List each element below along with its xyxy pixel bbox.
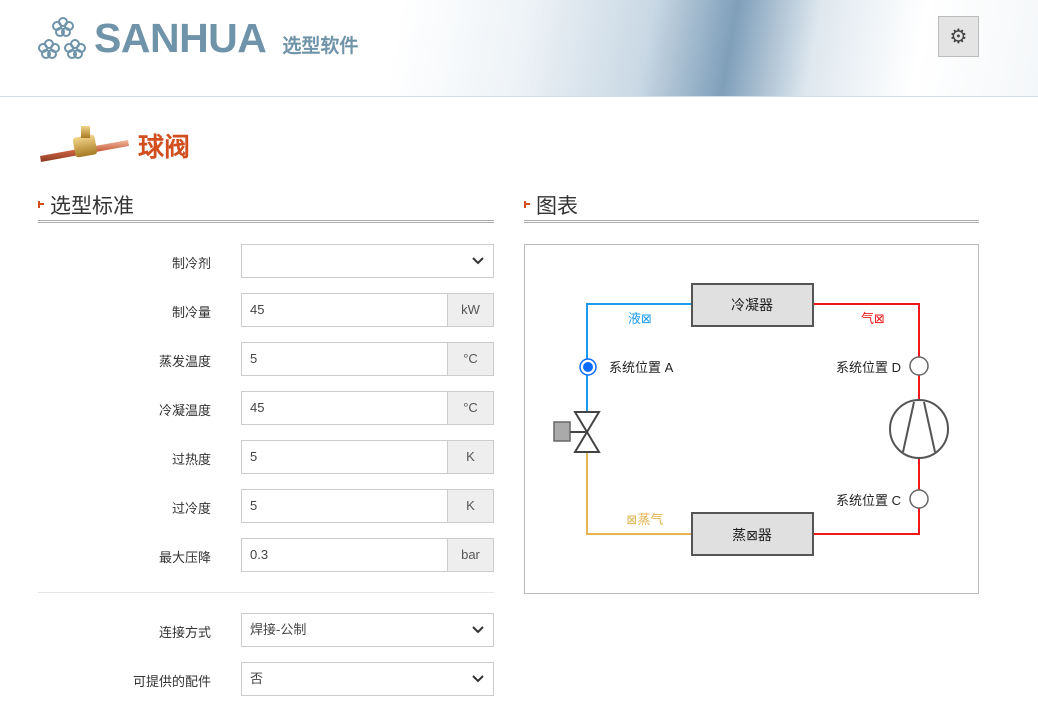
product-title: 球阀 <box>138 131 191 162</box>
unit-label: °C <box>447 392 493 424</box>
selected-value[interactable]: 否 <box>250 671 264 686</box>
value-input[interactable]: 5 K <box>241 440 494 474</box>
field-label: 过热度 <box>171 452 211 467</box>
brand-name: SANHUA <box>94 15 267 61</box>
selected-value[interactable]: 焊接-公制 <box>250 622 307 637</box>
field-label: 冷凝温度 <box>158 403 211 418</box>
form-row: 制冷剂 <box>38 244 494 278</box>
field-label: 蒸发温度 <box>158 354 211 369</box>
position-c-label: 系统位置 C <box>836 493 901 508</box>
expansion-valve-icon <box>553 411 601 453</box>
chart-section-header: 图表 <box>524 190 979 223</box>
liquid-label: 液⊠ <box>628 311 652 326</box>
field-value[interactable]: 5 <box>250 449 258 464</box>
section-title: 图表 <box>536 195 578 218</box>
unit-label: °C <box>447 343 493 375</box>
section-marker-icon <box>38 201 44 208</box>
liquid-line <box>586 303 692 412</box>
unit-label: bar <box>447 539 493 571</box>
evaporator-box <box>691 512 814 556</box>
value-input[interactable]: 45 kW <box>241 293 494 327</box>
form-row: 连接方式 焊接-公制 <box>38 613 494 647</box>
option-select[interactable]: 焊接-公制 <box>241 613 494 647</box>
form-row: 最大压降 0.3 bar <box>38 538 494 572</box>
section-marker-icon <box>524 201 530 208</box>
divider <box>38 592 494 593</box>
gas-label: 气⊠ <box>861 311 885 326</box>
field-value[interactable] <box>242 245 463 277</box>
option-select[interactable]: 否 <box>241 662 494 696</box>
field-value[interactable]: 45 <box>250 400 265 415</box>
gear-icon: ⚙ <box>949 26 968 48</box>
field-value[interactable]: 5 <box>250 351 258 366</box>
form-row: 可提供的配件 否 <box>38 662 494 696</box>
form-row: 制冷量 45 kW <box>38 293 494 327</box>
header: SANHUA 选型软件 ⚙ <box>0 0 1038 97</box>
position-d-radio[interactable] <box>909 356 929 376</box>
compressor-icon <box>889 399 949 459</box>
position-c-radio[interactable] <box>909 489 929 509</box>
value-input[interactable]: 0.3 bar <box>241 538 494 572</box>
form-row: 过冷度 5 K <box>38 489 494 523</box>
field-value[interactable]: 0.3 <box>250 547 269 562</box>
suction-label: ⊠蒸气 <box>627 512 664 527</box>
section-title: 选型标准 <box>50 195 134 218</box>
field-label: 制冷量 <box>171 305 211 320</box>
value-input[interactable]: 5 K <box>241 489 494 523</box>
condenser-label: 冷凝器 <box>731 297 773 313</box>
product-header: 球阀 <box>38 122 190 168</box>
chevron-down-icon[interactable] <box>463 245 493 277</box>
field-label: 过冷度 <box>171 501 211 516</box>
value-input[interactable]: 5 °C <box>241 342 494 376</box>
settings-button[interactable]: ⚙ <box>938 16 979 57</box>
position-a-label: 系统位置 A <box>609 360 674 375</box>
field-label: 制冷剂 <box>171 256 211 271</box>
chevron-down-icon[interactable] <box>463 614 493 646</box>
criteria-section-header: 选型标准 <box>38 190 494 223</box>
field-label: 可提供的配件 <box>132 674 211 689</box>
unit-label: kW <box>447 294 493 326</box>
value-input[interactable]: 45 °C <box>241 391 494 425</box>
field-label: 最大压降 <box>158 550 211 565</box>
refrigeration-cycle-diagram: 冷凝器 蒸⊠器 液⊠ 气⊠ ⊠蒸气 系统位置 A 系统位置 D 系统位置 C <box>524 244 979 594</box>
refrigerant-select[interactable] <box>241 244 494 278</box>
app-subtitle: 选型软件 <box>282 36 359 57</box>
field-label: 连接方式 <box>158 625 211 640</box>
suction-line <box>586 452 692 535</box>
field-value[interactable]: 45 <box>250 302 265 317</box>
logo: SANHUA 选型软件 <box>38 14 358 60</box>
position-d-label: 系统位置 D <box>836 360 901 375</box>
condenser-box <box>691 283 814 327</box>
form-row: 过热度 5 K <box>38 440 494 474</box>
form-row: 冷凝温度 45 °C <box>38 391 494 425</box>
field-value[interactable]: 5 <box>250 498 258 513</box>
unit-label: K <box>447 490 493 522</box>
flower-logo-icon <box>38 17 86 59</box>
ball-valve-image <box>40 126 129 162</box>
unit-label: K <box>447 441 493 473</box>
position-a-selected-dot <box>583 362 593 372</box>
chevron-down-icon[interactable] <box>463 663 493 695</box>
form-row: 蒸发温度 5 °C <box>38 342 494 376</box>
evaporator-label: 蒸⊠器 <box>732 527 772 543</box>
